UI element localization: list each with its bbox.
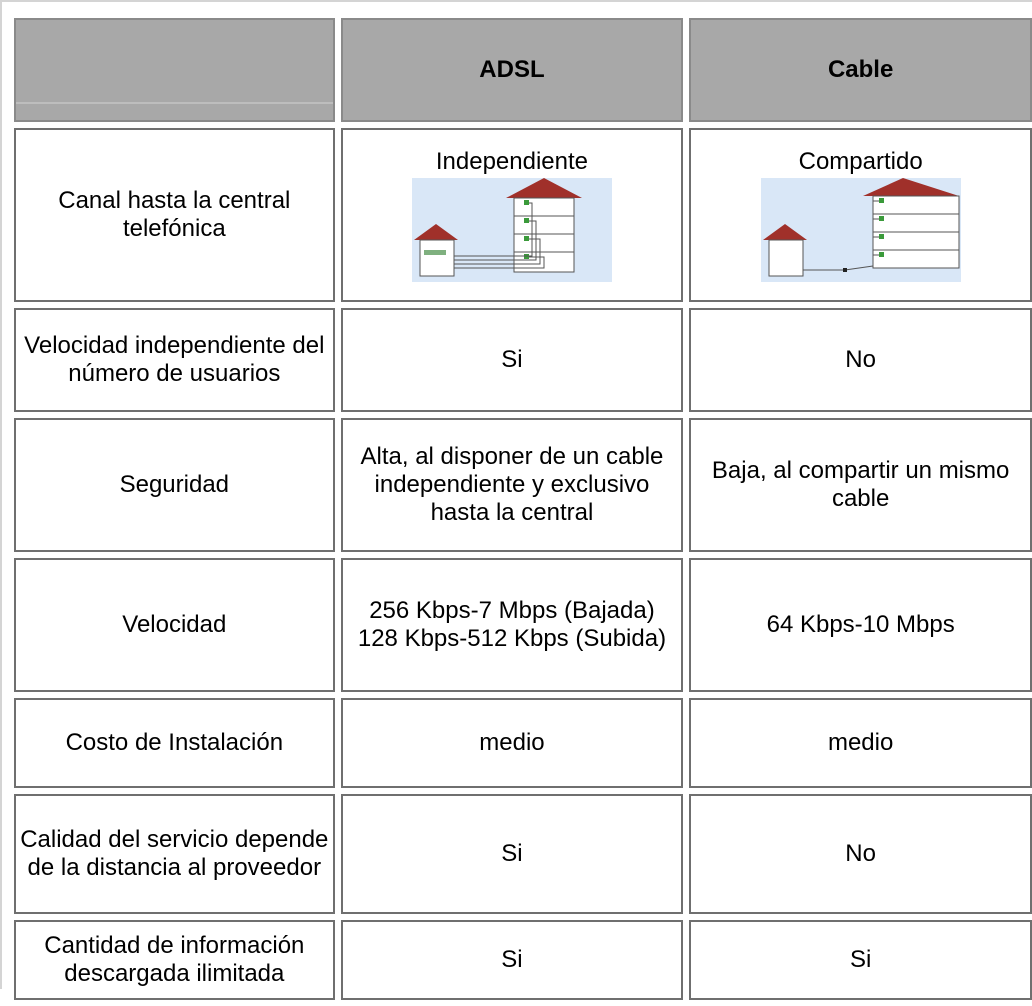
table-header-row: ADSL Cable [14,18,1032,122]
cable-cell: Si [689,920,1032,1000]
adsl-channel-text: Independiente [435,148,589,175]
cable-cell: No [689,794,1032,914]
row-label: Canal hasta la central telefónica [14,128,335,302]
cable-cell: Baja, al compartir un mismo cable [689,418,1032,552]
row-label: Calidad del servicio depende de la dista… [14,794,335,914]
table-row: Velocidad 256 Kbps-7 Mbps (Bajada) 128 K… [14,558,1032,692]
header-corner-cell [14,18,335,122]
header-cable: Cable [689,18,1032,122]
cable-diagram-icon [760,178,961,282]
cable-channel-text: Compartido [798,148,923,175]
table-row: Canal hasta la central telefónica Indepe… [14,128,1032,302]
cable-cell: 64 Kbps-10 Mbps [689,558,1032,692]
cable-cell: Compartido [689,128,1032,302]
table-row: Costo de Instalación medio medio [14,698,1032,788]
comparison-table: ADSL Cable Canal hasta la central telefó… [8,12,1032,1006]
cable-cell: medio [689,698,1032,788]
row-label: Velocidad [14,558,335,692]
table-row: Velocidad independiente del número de us… [14,308,1032,412]
adsl-cell: 256 Kbps-7 Mbps (Bajada) 128 Kbps-512 Kb… [340,558,684,692]
table-row: Cantidad de información descargada ilimi… [14,920,1032,1000]
adsl-cell: Si [340,308,684,412]
row-label: Costo de Instalación [14,698,335,788]
cable-cell: No [689,308,1032,412]
table-row: Seguridad Alta, al disponer de un cable … [14,418,1032,552]
row-label: Cantidad de información descargada ilimi… [14,920,335,1000]
adsl-cell: Si [340,794,684,914]
adsl-cell: Alta, al disponer de un cable independie… [340,418,684,552]
table-row: Calidad del servicio depende de la dista… [14,794,1032,914]
adsl-cell: medio [340,698,684,788]
adsl-diagram-icon [411,178,612,282]
header-adsl: ADSL [340,18,684,122]
adsl-cell: Independiente [340,128,684,302]
adsl-cell: Si [340,920,684,1000]
row-label: Seguridad [14,418,335,552]
row-label: Velocidad independiente del número de us… [14,308,335,412]
